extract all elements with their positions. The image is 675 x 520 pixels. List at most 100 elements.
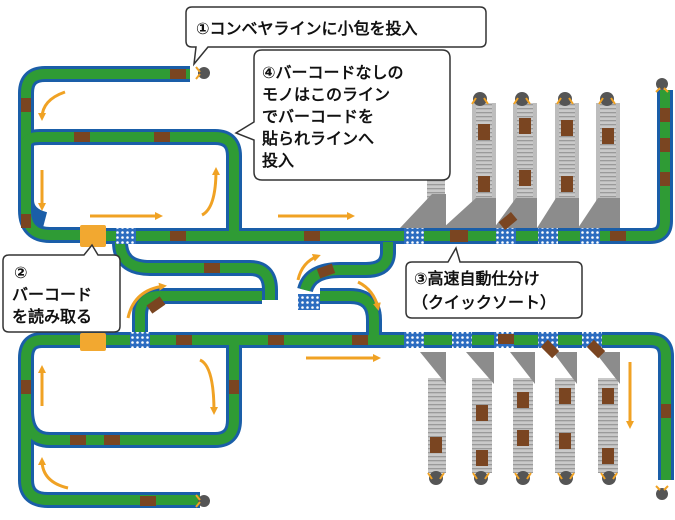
lower-chute-2 — [472, 378, 492, 473]
flow-arrow-icon — [38, 457, 69, 490]
end-roller-icon — [195, 494, 210, 508]
callout-step3-line2: （クイックソート） — [412, 293, 556, 312]
callout-step4-line3: でバーコードを — [262, 107, 374, 126]
callout-step3-line1: ③高速自動仕分け — [414, 269, 540, 288]
chute-feeder — [577, 352, 620, 384]
sort-gate-icon — [130, 332, 150, 348]
chute-feeder — [446, 352, 494, 384]
parcel — [140, 496, 156, 506]
parcel — [170, 69, 186, 79]
parcel — [586, 339, 606, 359]
parcel — [517, 430, 529, 446]
parcel — [352, 335, 368, 345]
parcel — [498, 334, 514, 344]
parcel — [476, 405, 488, 421]
parcel — [561, 120, 573, 136]
end-roller-icon — [471, 92, 489, 106]
flow-arrow-icon — [126, 282, 167, 319]
end-roller-icon — [195, 66, 210, 80]
sort-gate-icon — [404, 228, 424, 244]
callout-step2-line1: ② — [14, 263, 28, 282]
lower-chutes — [402, 352, 620, 485]
sort-gate-icon — [298, 294, 320, 310]
callout-step1-text: ①コンベヤラインに小包を投入 — [196, 19, 418, 38]
parcels — [21, 69, 671, 506]
conveyor-belts — [18, 66, 674, 508]
parcel — [21, 98, 31, 112]
callout-step4-line4: 貼られラインへ — [262, 129, 374, 148]
end-roller-icon — [513, 92, 531, 106]
callout-step4-line5: 投入 — [262, 151, 294, 170]
end-roller-icon — [557, 471, 575, 485]
end-roller-icon — [598, 92, 616, 106]
parcel — [176, 335, 192, 345]
parcel — [517, 392, 529, 408]
end-roller-icon — [655, 78, 669, 93]
parcel — [430, 437, 442, 453]
parcel — [154, 132, 170, 142]
flow-arrows — [38, 90, 634, 490]
flow-arrow-icon — [199, 358, 218, 415]
lower-chute-4 — [555, 378, 575, 473]
parcel — [561, 176, 573, 192]
upper-chute-4 — [596, 103, 620, 215]
end-roller-icon — [514, 471, 532, 485]
flow-arrow-icon — [201, 167, 220, 217]
callout-step2-line3: を読み取る — [12, 307, 92, 326]
parcel — [519, 118, 531, 134]
sort-gate-icon — [404, 332, 424, 348]
parcel — [476, 450, 488, 466]
parcel — [204, 263, 220, 273]
parcel — [661, 404, 671, 418]
sort-gate-icon — [538, 228, 558, 244]
parcel — [660, 138, 670, 152]
callout-step1: ①コンベヤラインに小包を投入 — [185, 6, 487, 67]
parcel — [559, 388, 571, 404]
parcel — [304, 231, 320, 241]
parcel — [74, 132, 90, 142]
callout-step4-line1: ④バーコードなしの — [262, 63, 404, 82]
sort-gate-icon — [452, 332, 472, 348]
callout-step2-line2: バーコード — [12, 285, 92, 304]
lower-chute-3 — [513, 378, 533, 473]
parcel — [602, 388, 614, 404]
parcel — [478, 124, 490, 140]
callout-step2: ② バーコード を読み取る — [2, 243, 121, 333]
end-roller-icon — [600, 471, 618, 485]
parcel — [540, 339, 560, 359]
end-roller-icon — [472, 471, 490, 485]
parcel — [498, 212, 518, 230]
upper-chute-3 — [555, 103, 579, 215]
parcel — [170, 231, 186, 241]
end-roller-icon — [655, 485, 669, 500]
parcel — [229, 380, 239, 394]
callout-step4-line2: モノはこのライン — [262, 85, 390, 104]
flow-arrow-icon — [357, 280, 381, 311]
parcel — [610, 231, 626, 241]
flow-arrow-icon — [296, 254, 321, 281]
parcel — [268, 335, 284, 345]
chute-feeder — [443, 198, 496, 228]
barcode-scanner-icon — [80, 225, 106, 247]
parcel — [519, 170, 531, 186]
end-roller-icon — [556, 92, 574, 106]
chute-feeder — [400, 194, 446, 228]
lower-chute-5 — [598, 378, 618, 473]
sort-gate-icon — [580, 228, 600, 244]
upper-chutes — [400, 92, 620, 228]
sort-gate-icon — [496, 228, 516, 244]
parcel — [602, 128, 614, 144]
parcel — [559, 433, 571, 449]
upper-chute-2 — [513, 103, 537, 215]
sort-gate-icon — [116, 228, 136, 244]
end-roller-icon — [427, 471, 445, 485]
chute-feeder — [402, 352, 446, 384]
chute-feeder — [535, 352, 577, 384]
callout-step3: ③高速自動仕分け （クイックソート） — [405, 246, 583, 319]
parcel — [660, 108, 670, 122]
parcel — [478, 176, 490, 192]
parcel — [104, 435, 120, 445]
sort-gates — [116, 228, 602, 348]
parcel — [21, 214, 31, 228]
callout-step4: ④バーコードなしの モノはこのライン でバーコードを 貼られラインへ 投入 — [234, 49, 451, 181]
